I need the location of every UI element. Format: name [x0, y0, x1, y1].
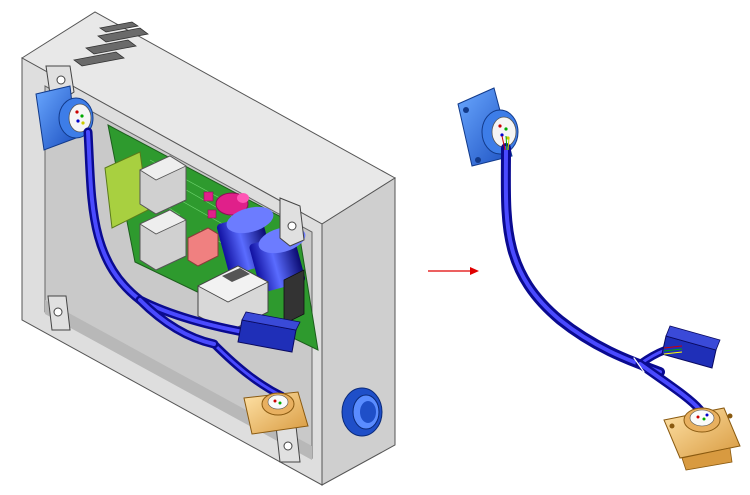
pink-block [187, 227, 219, 267]
enclosure-floor [45, 300, 312, 460]
header-connector-right [661, 325, 721, 369]
relay-module-lower [139, 209, 187, 271]
magenta-capacitor [203, 191, 249, 219]
header-connector-left [237, 311, 301, 353]
mounting-tab-bottom-right [275, 425, 301, 463]
relay-module-upper [139, 155, 187, 215]
blue-flange-connector-right [457, 87, 519, 167]
enclosure-right-face [321, 177, 396, 486]
yellow-module [104, 151, 149, 229]
ic-chip [283, 269, 305, 325]
arrow-right-icon [428, 267, 479, 275]
side-grommet [341, 387, 383, 437]
vent-slots [73, 21, 149, 67]
gold-flange-connector-left [243, 391, 309, 435]
blue-flange-connector-left [35, 85, 94, 151]
cable-harness-isolated [457, 87, 741, 471]
mounting-tab-mid-right [279, 197, 305, 247]
wire-fanout-top [501, 135, 510, 151]
mounting-tab-bottom-left [47, 295, 71, 331]
gold-flange-connector-right [663, 407, 741, 471]
harness-cable [500, 143, 705, 415]
enclosure-assembly [21, 11, 396, 486]
cable-harness-left [83, 127, 286, 400]
